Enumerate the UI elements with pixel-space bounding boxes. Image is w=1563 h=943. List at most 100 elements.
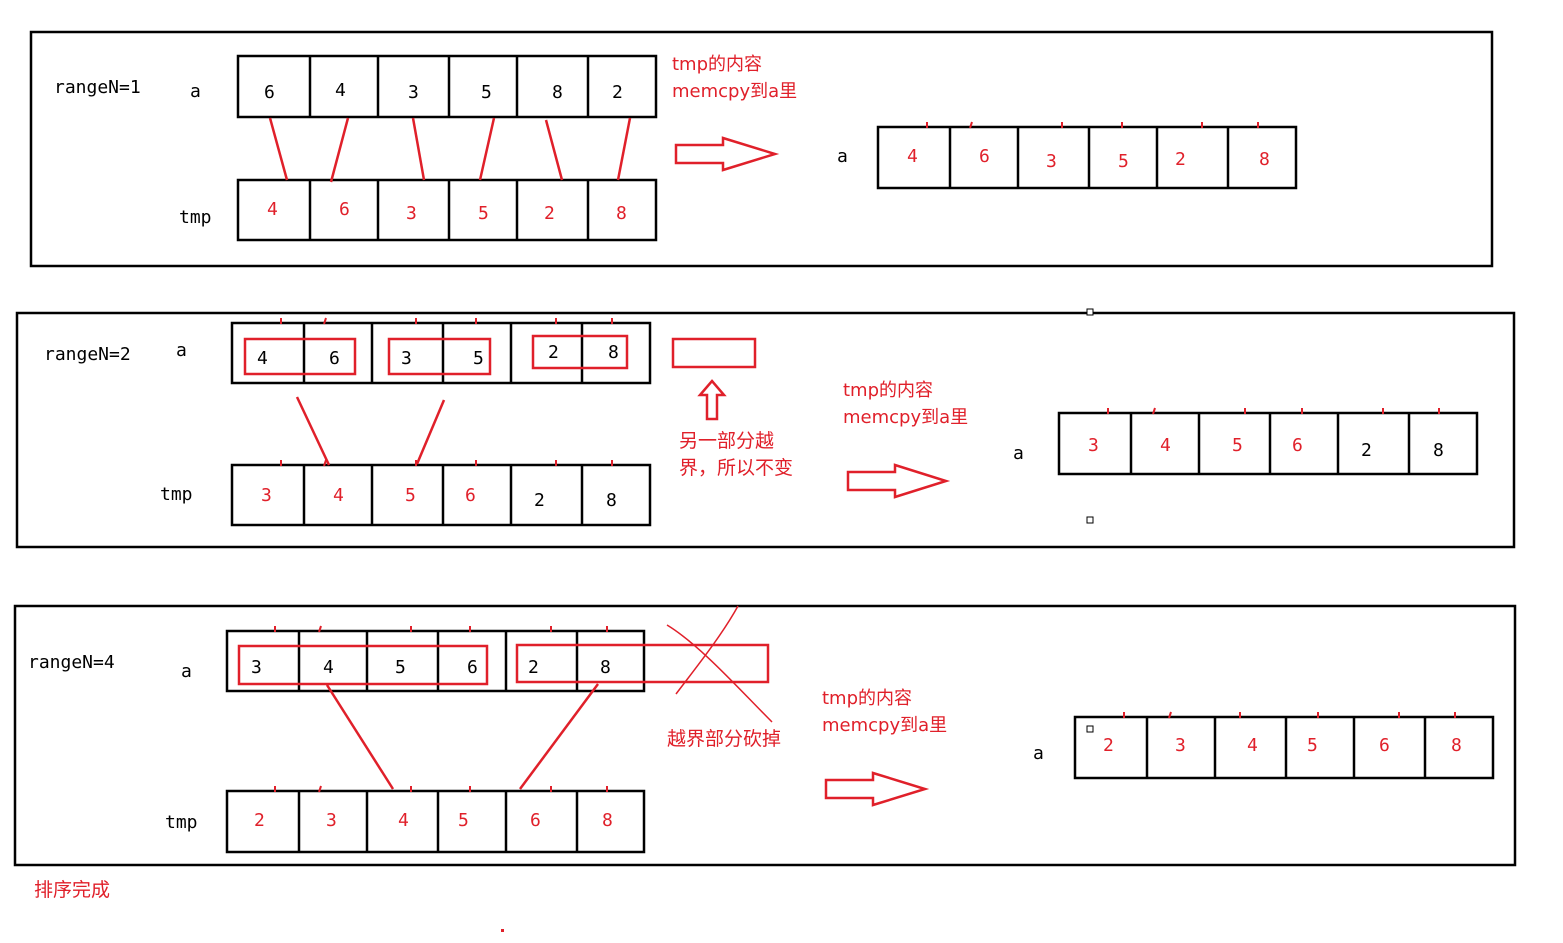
panel-2-result-cell: 6 — [1292, 435, 1303, 456]
panel-2-a-label: a — [176, 340, 187, 361]
panel-1-a-label: a — [190, 81, 201, 102]
panel-3-a-cell: 8 — [600, 657, 611, 678]
panel-1-a-cell: 4 — [335, 80, 346, 101]
panel-2-result-array — [1057, 411, 1479, 476]
panel-2-a-cell: 8 — [608, 342, 619, 363]
panel-3-merge-link — [325, 684, 395, 790]
panel-2-a-cell: 5 — [473, 348, 484, 369]
panel-2-result-label: a — [1013, 443, 1024, 464]
panel-2-group-box — [531, 334, 629, 370]
panel-2-tmp-cell: 2 — [534, 490, 545, 511]
panel-2-note-line-1: tmp的内容 — [843, 380, 933, 401]
panel-3-a-array — [225, 629, 646, 693]
panel-1-tmp-cell: 6 — [339, 199, 350, 220]
panel-1-a-cell: 2 — [612, 82, 623, 103]
panel-1-a-cell: 3 — [408, 82, 419, 103]
panel-3-tmp-cell: 2 — [254, 810, 265, 831]
panel-3-a-cell: 6 — [467, 657, 478, 678]
panel-1-a-cell: 8 — [552, 82, 563, 103]
panel-1-result-cell: 4 — [907, 146, 918, 167]
panel-3-a-label: a — [181, 661, 192, 682]
panel-3-tmp-cell: 6 — [530, 810, 541, 831]
panel-3-a-cell: 5 — [395, 657, 406, 678]
panel-3-tmp-cell: 5 — [458, 810, 469, 831]
panel-2-frame — [15, 311, 1516, 549]
panel-2-range-label: rangeN=2 — [44, 344, 131, 365]
panel-1-arrow — [674, 136, 780, 172]
panel-3-a-cell: 3 — [251, 657, 262, 678]
panel-3-cross-out — [675, 605, 739, 695]
panel-2-a-cell: 6 — [329, 348, 340, 369]
panel-2-up-arrow — [697, 379, 727, 421]
panel-1-note-line-2: memcpy到a里 — [672, 81, 797, 102]
panel-1-a-cell: 6 — [264, 82, 275, 103]
panel-2-tmp-label: tmp — [160, 484, 193, 505]
footer-note: 排序完成 — [34, 879, 110, 901]
panel-1-result-cell: 6 — [979, 146, 990, 167]
panel-2-tmp-cell: 8 — [606, 490, 617, 511]
panel-1-merge-link — [329, 117, 350, 183]
panel-2-result-cell: 4 — [1160, 435, 1171, 456]
panel-1-result-cell: 2 — [1175, 149, 1186, 170]
panel-3-result-cell: 3 — [1175, 735, 1186, 756]
panel-1-a-cell: 5 — [481, 82, 492, 103]
panel-1-merge-link — [544, 119, 564, 181]
panel-2-a-cell: 3 — [401, 348, 412, 369]
panel-1-a-array — [236, 54, 658, 119]
panel-3-result-array — [1073, 715, 1495, 780]
panel-2-tmp-cell: 5 — [405, 485, 416, 506]
panel-1-tmp-cell: 8 — [616, 203, 627, 224]
panel-1-tmp-label: tmp — [179, 207, 212, 228]
panel-2-a-cell: 2 — [548, 342, 559, 363]
panel-2-arrow — [846, 463, 951, 499]
panel-1-merge-link — [411, 117, 426, 181]
panel-3-a-cell: 2 — [528, 657, 539, 678]
panel-3-tmp-cell: 4 — [398, 810, 409, 831]
panel-1-result-label: a — [837, 146, 848, 167]
panel-2-a-array — [230, 321, 652, 385]
panel-1-tmp-cell: 5 — [478, 203, 489, 224]
selection-handle — [1086, 516, 1094, 524]
panel-2-merge-link — [415, 399, 446, 465]
panel-1-merge-link — [268, 117, 289, 181]
selection-handle — [1086, 725, 1094, 733]
panel-3-tmp-cell: 8 — [602, 810, 613, 831]
panel-3-group-box — [237, 644, 489, 686]
panel-3-result-cell: 8 — [1451, 735, 1462, 756]
panel-1-result-array — [876, 125, 1298, 190]
panel-1-tmp-cell: 3 — [406, 203, 417, 224]
panel-2-tmp-cell: 4 — [333, 485, 344, 506]
panel-2-side-note-line-1: 另一部分越 — [679, 430, 774, 452]
panel-3-result-cell: 6 — [1379, 735, 1390, 756]
panel-1-merge-link — [616, 117, 632, 181]
panel-3-arrow — [824, 771, 930, 807]
selection-handle — [1086, 308, 1094, 316]
panel-1-tmp-cell: 4 — [267, 199, 278, 220]
panel-2-result-cell: 3 — [1088, 435, 1099, 456]
panel-2-note-line-2: memcpy到a里 — [843, 407, 968, 428]
panel-3-result-cell: 2 — [1103, 735, 1114, 756]
panel-3-range-label: rangeN=4 — [28, 652, 115, 673]
panel-2-a-cell: 4 — [257, 348, 268, 369]
panel-1-result-cell: 5 — [1118, 151, 1129, 172]
panel-2-result-cell: 8 — [1433, 440, 1444, 461]
panel-3-tmp-array — [225, 789, 646, 854]
panel-3-frame — [13, 604, 1517, 867]
panel-1-merge-link — [478, 117, 496, 181]
panel-3-result-cell: 5 — [1307, 735, 1318, 756]
panel-3-result-label: a — [1033, 743, 1044, 764]
panel-2-tmp-cell: 3 — [261, 485, 272, 506]
panel-1-tmp-cell: 2 — [544, 203, 555, 224]
stray-dot — [501, 929, 504, 932]
panel-3-tmp-cell: 3 — [326, 810, 337, 831]
panel-1-result-cell: 3 — [1046, 151, 1057, 172]
panel-1-range-label: rangeN=1 — [54, 77, 141, 98]
panel-3-tmp-label: tmp — [165, 812, 198, 833]
panel-1-result-cell: 8 — [1259, 149, 1270, 170]
panel-1-tmp-array — [236, 178, 658, 242]
panel-2-out-of-bounds-box — [671, 337, 757, 369]
panel-3-side-note: 越界部分砍掉 — [667, 728, 781, 750]
panel-2-group-box — [387, 337, 492, 376]
panel-2-tmp-array — [230, 463, 652, 527]
